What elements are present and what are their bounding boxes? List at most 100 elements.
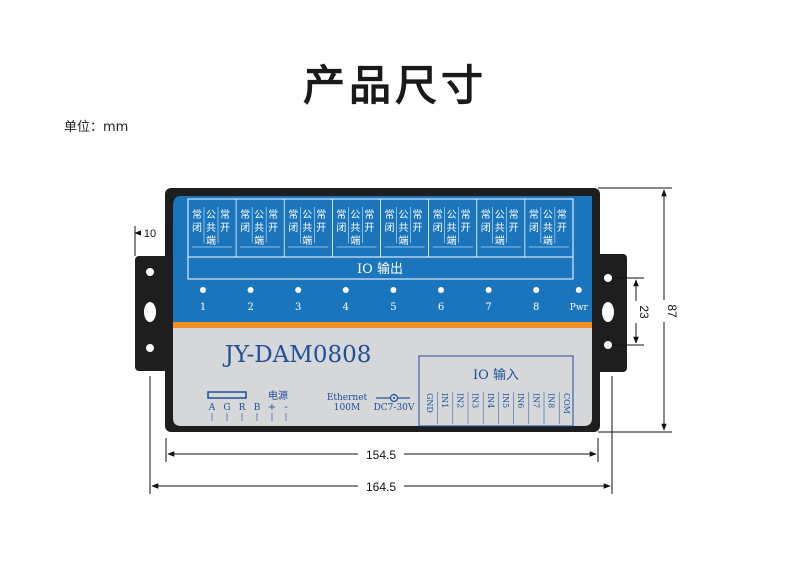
ethernet-label: Ethernet <box>327 393 368 403</box>
relay-label-nc: 闭 <box>240 221 250 234</box>
relay-label-nc: 闭 <box>192 221 202 234</box>
relay-label-no: 开 <box>557 223 567 234</box>
relay-label-no: 开 <box>461 223 471 234</box>
left-hole-bottom <box>146 344 154 352</box>
pwr-label: Pwr <box>570 303 589 313</box>
relay-label-groups: 常闭公共端常开常闭公共端常开常闭公共端常开常闭公共端常开常闭公共端常开常闭公共端… <box>192 199 569 257</box>
relay-label-com: 共 <box>206 222 216 234</box>
relay-label-no: 常 <box>509 208 519 221</box>
relay-label-no: 常 <box>461 208 471 221</box>
power-pin-labels: +- <box>268 402 288 421</box>
relay-label-no: 开 <box>413 223 423 234</box>
relay-label-com: 端 <box>495 234 505 247</box>
channel-number: 1 <box>200 302 206 313</box>
left-hole-top <box>146 268 154 276</box>
relay-label-no: 开 <box>268 223 278 234</box>
outer-width-label: 164.5 <box>366 480 396 494</box>
relay-label-com: 共 <box>399 222 409 234</box>
relay-label-com: 公 <box>254 210 264 221</box>
relay-label-nc: 闭 <box>481 221 491 234</box>
model-name: JY-DAM0808 <box>223 342 372 368</box>
input-pin-label: IN3 <box>471 393 480 408</box>
relay-label-com: 公 <box>302 210 312 221</box>
output-title: IO 输出 <box>357 261 403 277</box>
dc-voltage-label: DC7-30V <box>374 403 415 413</box>
relay-label-no: 开 <box>509 223 519 234</box>
input-pin-label: IN2 <box>455 393 464 408</box>
relay-label-com: 端 <box>399 234 409 247</box>
dc-polarity-icon <box>376 393 410 403</box>
relay-label-com: 公 <box>206 210 216 221</box>
input-pin-label: IN5 <box>501 393 510 408</box>
hole-spacing-label: 23 <box>637 305 651 319</box>
relay-label-com: 共 <box>495 222 505 234</box>
relay-label-com: 公 <box>399 210 409 221</box>
relay-label-com: 端 <box>206 234 216 247</box>
relay-label-nc: 闭 <box>433 221 443 234</box>
relay-label-no: 常 <box>557 208 567 221</box>
relay-label-nc: 闭 <box>288 221 298 234</box>
height-label-bg <box>656 300 672 322</box>
relay-label-com: 共 <box>350 222 360 234</box>
channel-number: 7 <box>485 302 491 313</box>
led-indicator <box>485 287 492 293</box>
relay-label-nc: 常 <box>529 208 539 221</box>
led-indicator <box>342 287 349 293</box>
led-indicator <box>247 287 254 293</box>
input-pin-label: IN8 <box>547 393 556 408</box>
relay-label-com: 公 <box>447 210 457 221</box>
relay-label-com: 共 <box>254 222 264 234</box>
rs485-pin-label: B <box>254 403 261 413</box>
relay-label-nc: 常 <box>385 208 395 221</box>
power-label: 电源 <box>268 389 288 402</box>
power-pin-label: + <box>268 402 276 413</box>
ethernet-speed: 100M <box>334 403 360 413</box>
relay-label-com: 公 <box>495 210 505 221</box>
height-label: 87 <box>665 304 679 318</box>
relay-label-nc: 闭 <box>529 221 539 234</box>
relay-label-nc: 闭 <box>385 221 395 234</box>
relay-label-com: 公 <box>543 210 553 221</box>
input-pin-label: IN6 <box>516 393 525 408</box>
relay-label-no: 常 <box>220 208 230 221</box>
grey-panel <box>173 328 592 426</box>
outer-width-label-bg <box>358 478 404 494</box>
channel-number: 6 <box>438 302 444 313</box>
relay-label-com: 共 <box>302 222 312 234</box>
rs485-connector-icon <box>207 391 247 399</box>
ear-dimension-label-bg <box>141 226 159 240</box>
relay-label-nc: 常 <box>481 208 491 221</box>
relay-label-no: 开 <box>220 223 230 234</box>
relay-label-com: 端 <box>543 234 553 247</box>
relay-label-com: 共 <box>543 222 553 234</box>
left-slot-hole <box>144 302 156 322</box>
relay-label-nc: 常 <box>192 208 202 221</box>
right-hole-bottom <box>604 341 612 349</box>
input-frame <box>418 355 574 427</box>
right-slot-hole <box>602 302 614 322</box>
input-pin-label: COM <box>562 393 571 414</box>
led-indicator <box>390 287 397 293</box>
relay-label-com: 端 <box>350 234 360 247</box>
channel-number: 2 <box>247 302 253 313</box>
relay-label-com: 端 <box>302 234 312 247</box>
relay-label-no: 开 <box>364 223 374 234</box>
inner-width-label: 154.5 <box>366 448 396 462</box>
relay-label-nc: 常 <box>240 208 250 221</box>
channel-number: 8 <box>533 302 539 313</box>
relay-label-no: 常 <box>316 208 326 221</box>
rs485-pin-label: G <box>223 403 230 413</box>
relay-label-nc: 常 <box>288 208 298 221</box>
ear-width-label: 10 <box>144 228 156 240</box>
relay-label-nc: 闭 <box>336 221 346 234</box>
led-indicator <box>438 287 444 293</box>
input-pin-label: IN7 <box>531 393 540 408</box>
relay-label-com: 公 <box>350 210 360 221</box>
input-pin-label: IN4 <box>486 393 495 408</box>
relay-label-no: 常 <box>413 208 423 221</box>
relay-label-nc: 常 <box>336 208 346 221</box>
